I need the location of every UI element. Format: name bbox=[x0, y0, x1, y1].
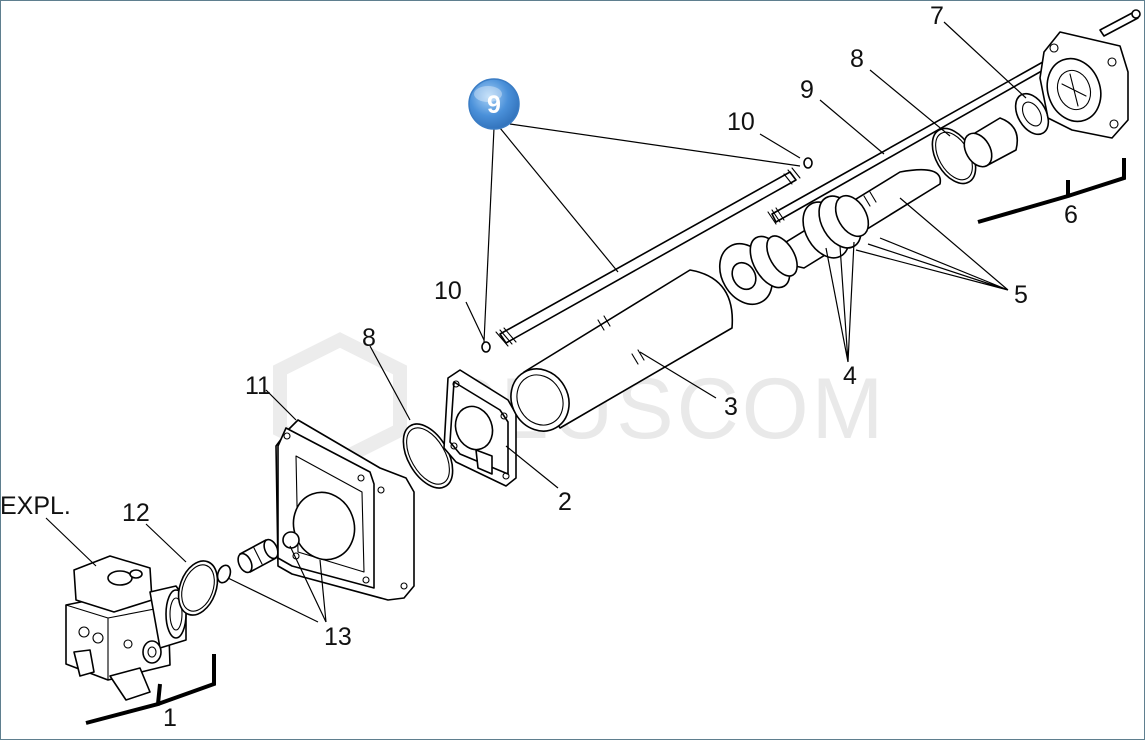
part-9-tie-rod[interactable] bbox=[495, 167, 801, 347]
label-7: 7 bbox=[930, 2, 944, 30]
part-6-bracket bbox=[977, 158, 1126, 224]
label-8-right: 8 bbox=[850, 45, 864, 73]
label-10-right: 10 bbox=[727, 108, 755, 136]
label-4: 4 bbox=[843, 362, 857, 390]
label-2: 2 bbox=[558, 488, 572, 516]
part-4-piston-assembly[interactable] bbox=[709, 168, 942, 314]
part-10-seal-left[interactable] bbox=[481, 341, 491, 353]
part-7-seal-ring[interactable] bbox=[1009, 88, 1055, 140]
leader-lines bbox=[45, 21, 1027, 623]
part-2-gasket-plate[interactable] bbox=[443, 369, 517, 487]
label-13: 13 bbox=[324, 623, 352, 651]
part-6-end-cap[interactable] bbox=[1039, 9, 1141, 139]
label-10-left: 10 bbox=[434, 277, 462, 305]
label-expl: EXPL. bbox=[0, 492, 71, 520]
label-1: 1 bbox=[163, 704, 177, 732]
label-11: 11 bbox=[245, 372, 271, 400]
part-3-cylinder-tube[interactable] bbox=[500, 269, 734, 442]
label-6: 6 bbox=[1064, 201, 1078, 229]
part-13-small-o-ring[interactable] bbox=[215, 563, 232, 584]
label-3: 3 bbox=[724, 393, 738, 421]
label-9: 9 bbox=[800, 76, 814, 104]
part-10-seal-right[interactable] bbox=[803, 157, 813, 169]
highlight-badge-label: 9 bbox=[487, 91, 501, 119]
label-12: 12 bbox=[122, 499, 150, 527]
label-5: 5 bbox=[1014, 281, 1028, 309]
label-8-left: 8 bbox=[362, 324, 376, 352]
bushing[interactable] bbox=[959, 117, 1019, 172]
part-13-plug[interactable] bbox=[235, 537, 280, 574]
part-11-end-cap[interactable] bbox=[275, 419, 415, 601]
part-labels: EXPL. 1 2 3 4 5 6 7 8 8 9 10 10 11 12 13 bbox=[0, 2, 1078, 732]
highlight-badge-9[interactable]: 9 bbox=[468, 78, 520, 130]
part-1-bracket bbox=[85, 654, 216, 725]
part-1-valve-body[interactable] bbox=[65, 555, 187, 701]
